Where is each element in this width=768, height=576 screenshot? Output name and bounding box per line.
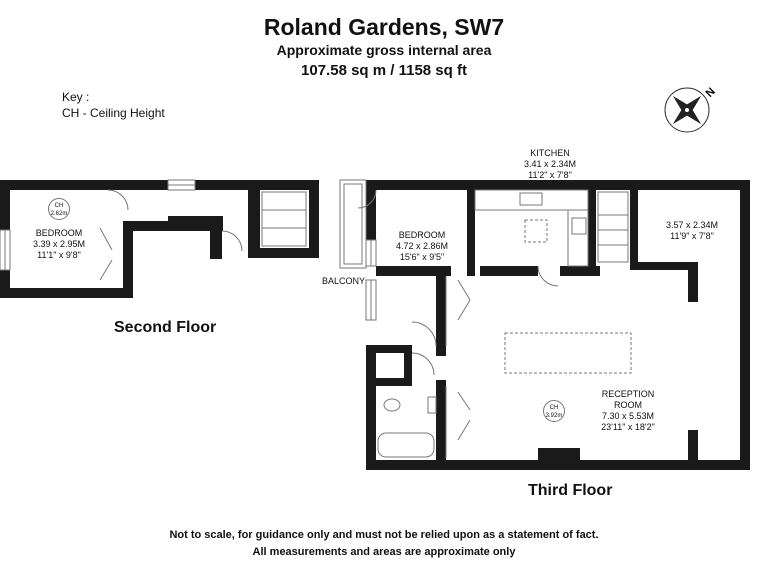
room-name-line1: RECEPTION — [601, 389, 655, 399]
room-name: KITCHEN — [530, 148, 570, 158]
second-floor-title: Second Floor — [114, 319, 217, 336]
ch-label: CH — [54, 203, 64, 209]
third-floor-title: Third Floor — [528, 482, 613, 499]
room-metric: 4.72 x 2.86M — [395, 241, 449, 251]
ch-label: CH — [549, 405, 559, 411]
ceiling-height-badge: CH 3.92m — [543, 400, 565, 422]
gross-area: 107.58 sq m / 1158 sq ft — [301, 62, 467, 79]
room-imperial: 15'6" x 9'5" — [399, 252, 445, 262]
disclaimer-line1: Not to scale, for guidance only and must… — [169, 529, 599, 541]
page-title: Roland Gardens, SW7 — [263, 14, 505, 40]
key-entry: CH - Ceiling Height — [62, 106, 165, 120]
second-floor-bedroom-label: BEDROOM 3.39 x 2.95M 11'1" x 9'8" — [26, 228, 92, 261]
room-name: BEDROOM — [398, 230, 446, 240]
reception-label: RECEPTION ROOM 7.30 x 5.53M 23'11" x 18'… — [588, 389, 668, 433]
third-floor-bedroom-label: BEDROOM 4.72 x 2.86M 15'6" x 9'5" — [382, 230, 462, 263]
room-name-line2: ROOM — [614, 400, 642, 410]
page-subtitle: Approximate gross internal area — [276, 42, 492, 58]
room-imperial: 23'11" x 18'2" — [601, 422, 655, 432]
key-heading: Key : — [62, 90, 90, 104]
ceiling-height-badge: CH 2.62m — [48, 198, 70, 220]
room-imperial: 11'2" x 7'8" — [528, 170, 572, 180]
room-name: BEDROOM — [35, 228, 83, 238]
room-metric: 3.39 x 2.95M — [32, 239, 86, 249]
room-metric: 3.41 x 2.34M — [523, 159, 577, 169]
room-metric: 3.57 x 2.34M — [665, 220, 719, 230]
room-imperial: 11'9" x 7'8" — [670, 231, 714, 241]
balcony-label: BALCONY — [322, 276, 366, 286]
ch-value: 3.92m — [545, 413, 563, 419]
kitchen-label: KITCHEN 3.41 x 2.34M 11'2" x 7'8" — [505, 148, 595, 181]
disclaimer-line2: All measurements and areas are approxima… — [252, 546, 516, 558]
room-metric: 7.30 x 5.53M — [601, 411, 655, 421]
compass-icon — [664, 87, 710, 133]
room-imperial: 11'1" x 9'8" — [37, 250, 81, 260]
room-unnamed-label: 3.57 x 2.34M 11'9" x 7'8" — [652, 220, 732, 242]
ch-value: 2.62m — [50, 211, 68, 217]
